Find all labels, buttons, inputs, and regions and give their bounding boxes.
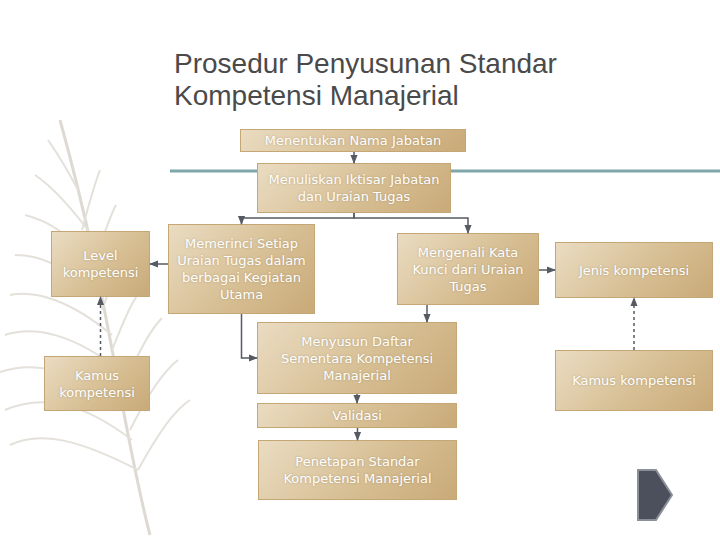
dashed-connector [633,298,635,350]
box-text-group: Penetapan Standar Kompetensi Manajerial [265,453,450,487]
box-text-group: Menentukan Nama Jabatan [265,132,441,149]
box-label: Menuliskan Iktisar Jabatan dan Uraian Tu… [264,171,444,205]
box-text-group: Kamus kompetensi [572,372,696,389]
process-box: Mengenali Kata Kunci dari Uraian Tugas [397,233,539,305]
box-text-group: Jenis kompetensi [579,262,689,279]
process-box: Menentukan Nama Jabatan [240,129,466,152]
flow-arrow [426,305,428,322]
box-label: Validasi [332,407,382,424]
dashed-connector [100,297,102,356]
next-button [638,470,672,520]
flow-arrow [242,314,258,358]
process-box: Menuliskan Iktisar Jabatan dan Uraian Tu… [257,163,451,213]
box-label: Kamus kompetensi [51,367,143,401]
box-label: Menyusun Daftar Sementara Kompetensi Man… [264,333,450,384]
box-label: Jenis kompetensi [579,262,689,279]
box-text-group: Memerinci Setiap Uraian Tugas dalam berb… [175,235,308,303]
flow-arrow [242,213,355,224]
box-label: Menentukan Nama Jabatan [265,132,441,149]
process-box: Menyusun Daftar Sementara Kompetensi Man… [257,322,457,394]
box-label: Kamus kompetensi [572,372,696,389]
box-text-group: Level kompetensi [58,247,143,281]
box-label: Level kompetensi [58,247,143,281]
flow-arrow [539,269,555,271]
box-text-group: Menuliskan Iktisar Jabatan dan Uraian Tu… [264,171,444,205]
box-text-group: Validasi [332,407,382,424]
flow-arrow [356,394,358,403]
process-box: Kamus kompetensi [44,356,150,411]
box-text-group: Menyusun Daftar Sementara Kompetensi Man… [264,333,450,384]
process-box: Memerinci Setiap Uraian Tugas dalam berb… [168,224,315,314]
feather-illustration [0,120,190,535]
diagram-title: Prosedur Penyusunan Standar Kompetensi M… [174,48,694,112]
box-label: Penetapan Standar Kompetensi Manajerial [265,453,450,487]
flow-arrow [150,263,168,265]
flow-arrow [357,428,359,440]
box-label: Memerinci Setiap Uraian Tugas dalam berb… [175,235,308,303]
box-text-group: Mengenali Kata Kunci dari Uraian Tugas [404,244,532,295]
flow-arrow [353,152,355,163]
process-box: Level kompetensi [51,231,150,297]
process-box: Validasi [257,403,457,428]
flow-arrow [354,213,468,233]
process-box: Jenis kompetensi [555,242,713,298]
process-box: Kamus kompetensi [555,350,713,411]
box-label: Mengenali Kata Kunci dari Uraian Tugas [404,244,532,295]
box-text-group: Kamus kompetensi [51,367,143,401]
process-box: Penetapan Standar Kompetensi Manajerial [258,440,457,500]
